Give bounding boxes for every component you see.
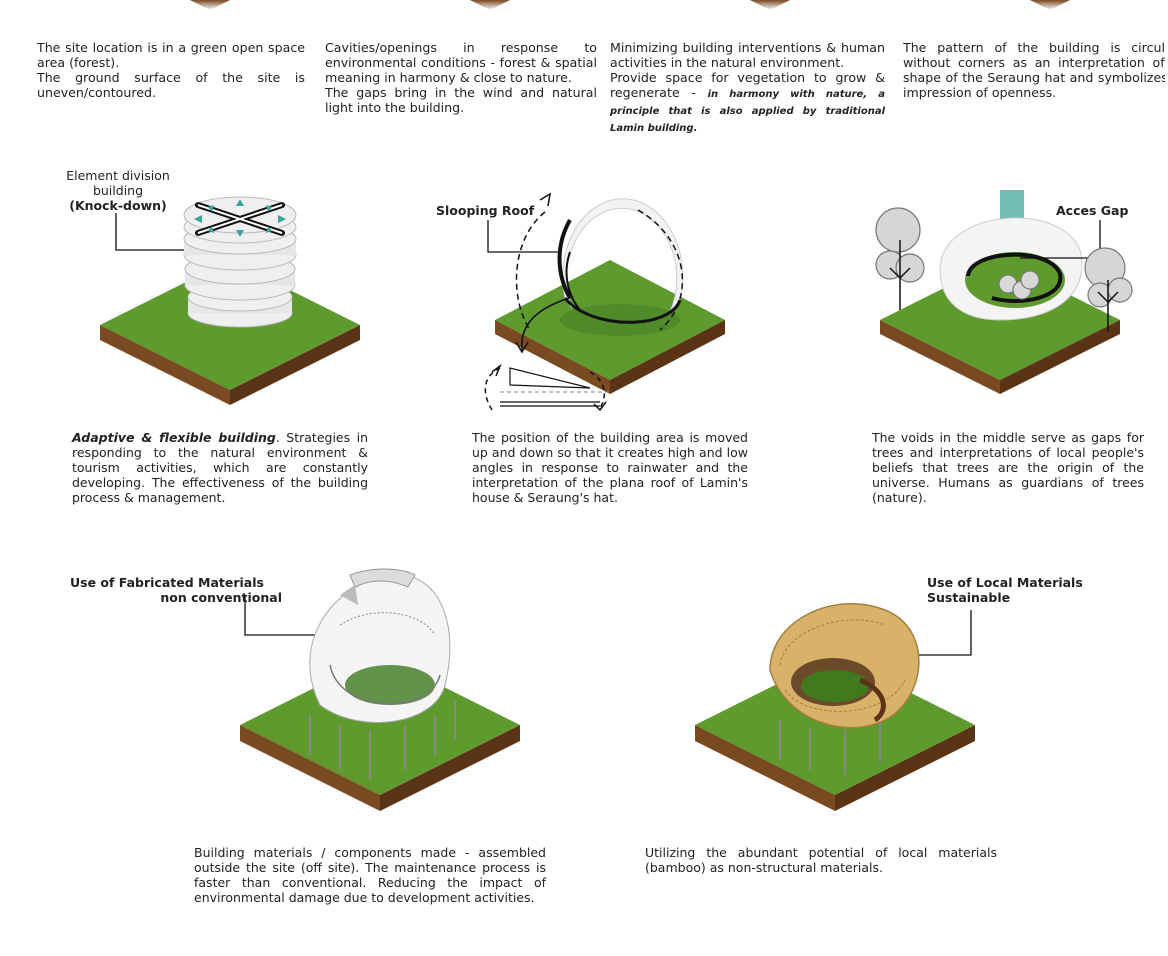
label-fabricated-line2: non conventional xyxy=(160,590,282,605)
caption-knockdown: Adaptive & flexible building. Strategies… xyxy=(72,430,368,505)
label-local: Use of Local Materials Sustainable xyxy=(927,575,1083,605)
label-roof: Slooping Roof xyxy=(436,203,535,218)
intro-text: Minimizing building interventions & huma… xyxy=(610,40,885,70)
intro-text: The site location is in a green open spa… xyxy=(37,40,305,70)
caption-knockdown-rest: . Strategies in responding to the natura… xyxy=(72,430,368,505)
caption-knockdown-bold: Adaptive & flexible building xyxy=(72,430,276,445)
intro-text: Provide space for vegetation to grow & r… xyxy=(610,70,885,100)
top-soil-strip-4 xyxy=(1030,0,1070,10)
top-soil-strip-2 xyxy=(470,0,510,10)
caption-gap: The voids in the middle serve as gaps fo… xyxy=(872,430,1144,505)
knockdown-illustration xyxy=(100,196,360,405)
gap-illustration xyxy=(875,190,1133,394)
intro-pattern: The pattern of the building is circular … xyxy=(903,40,1165,100)
intro-text: The pattern of the building is circular … xyxy=(903,40,1165,100)
intro-cavities: Cavities/openings in response to environ… xyxy=(325,40,597,115)
intro-text: The gaps bring in the wind and natural l… xyxy=(325,85,597,115)
label-knockdown-bold: (Knock-down) xyxy=(69,198,167,213)
intro-site-location: The site location is in a green open spa… xyxy=(37,40,305,100)
intro-emphasis: in harmony with nature, a principle that… xyxy=(610,89,885,134)
label-gap: Acces Gap xyxy=(1056,203,1129,218)
label-knockdown-pre: Element division building xyxy=(66,168,170,198)
label-fabricated-line1: Use of Fabricated Materials xyxy=(70,575,264,590)
intro-minimizing: Minimizing building interventions & huma… xyxy=(610,40,885,136)
caption-roof: The position of the building area is mov… xyxy=(472,430,748,505)
caption-fabricated: Building materials / components made - a… xyxy=(194,845,546,905)
intro-text: The ground surface of the site is uneven… xyxy=(37,70,305,100)
intro-text: Cavities/openings in response to environ… xyxy=(325,40,597,85)
local-illustration xyxy=(695,602,975,811)
fabricated-illustration xyxy=(240,568,520,811)
label-fabricated: Use of Fabricated Materials non conventi… xyxy=(70,575,282,605)
label-local-line2: Sustainable xyxy=(927,590,1011,605)
label-knockdown: Element division building (Knock-down) xyxy=(48,168,188,213)
roof-illustration xyxy=(484,192,725,412)
top-soil-strip-3 xyxy=(750,0,790,10)
caption-local: Utilizing the abundant potential of loca… xyxy=(645,845,997,875)
label-local-line1: Use of Local Materials xyxy=(927,575,1083,590)
top-soil-strip-1 xyxy=(190,0,230,10)
